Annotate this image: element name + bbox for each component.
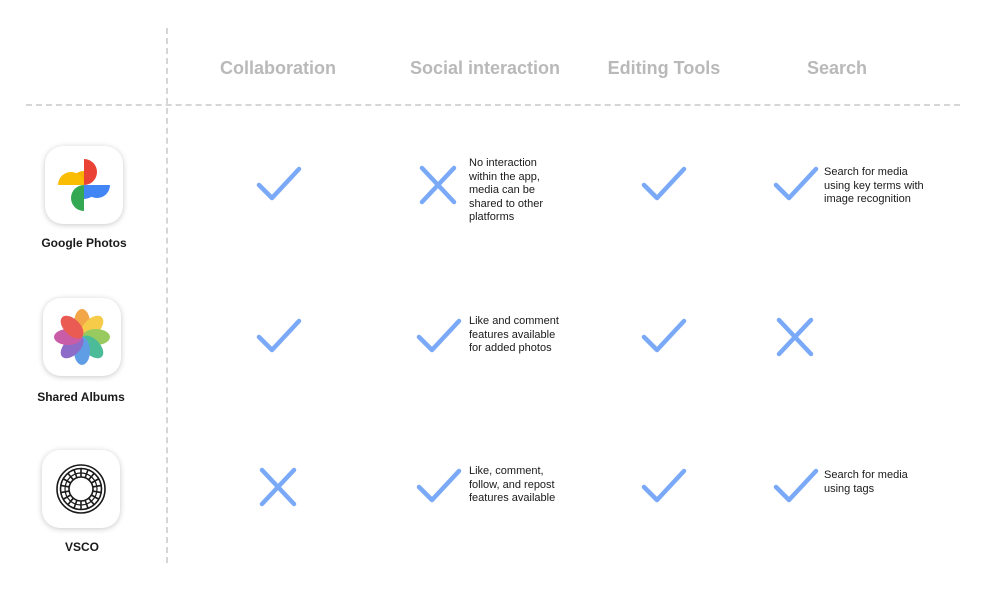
app-name-google-photos: Google Photos	[41, 236, 127, 250]
check-icon	[641, 166, 687, 201]
note-line: using key terms with	[824, 179, 924, 192]
note-line: Like, comment,	[469, 465, 544, 477]
note-line: No interaction	[469, 157, 537, 169]
check-icon	[416, 318, 462, 353]
vsco-icon	[42, 450, 120, 528]
column-header-search: Search	[806, 58, 868, 78]
cross-icon	[776, 317, 814, 357]
check-icon	[256, 166, 302, 201]
note-line: Search for media	[824, 166, 908, 178]
note-line: for added photos	[469, 342, 552, 354]
note-line: Search for media	[824, 469, 908, 481]
note-line: shared to other	[469, 197, 543, 210]
check-icon	[773, 468, 819, 503]
note-google-photos-social: No interaction within the app, media can…	[469, 157, 599, 225]
note-vsco-search: Search for media using tags	[824, 469, 954, 496]
note-line: follow, and repost	[469, 478, 555, 491]
google-photos-icon	[45, 146, 123, 224]
note-vsco-social: Like, comment, follow, and repost featur…	[469, 465, 599, 506]
note-line: Like and comment	[469, 315, 559, 327]
check-icon	[773, 166, 819, 201]
apple-photos-icon	[43, 298, 121, 376]
cross-icon	[259, 467, 297, 507]
note-line: media can be	[469, 184, 536, 196]
note-shared-albums-social: Like and comment features available for …	[469, 315, 599, 356]
note-line: image recognition	[824, 193, 911, 205]
column-header-editing-tools: Editing Tools	[607, 58, 721, 78]
note-line: features available	[469, 328, 556, 341]
check-icon	[641, 318, 687, 353]
column-header-social-interaction: Social interaction	[409, 58, 561, 78]
cross-icon	[419, 165, 457, 205]
note-line: within the app,	[469, 170, 540, 183]
app-name-shared-albums: Shared Albums	[37, 390, 125, 404]
check-icon	[641, 468, 687, 503]
column-header-collaboration: Collaboration	[220, 58, 336, 78]
app-name-vsco: VSCO	[64, 540, 99, 554]
header-divider	[26, 104, 960, 106]
note-google-photos-search: Search for media using key terms with im…	[824, 166, 974, 207]
note-line: using tags	[824, 482, 875, 495]
vertical-divider	[166, 28, 168, 563]
check-icon	[256, 318, 302, 353]
check-icon	[416, 468, 462, 503]
note-line: platforms	[469, 211, 515, 223]
note-line: features available	[469, 492, 556, 504]
